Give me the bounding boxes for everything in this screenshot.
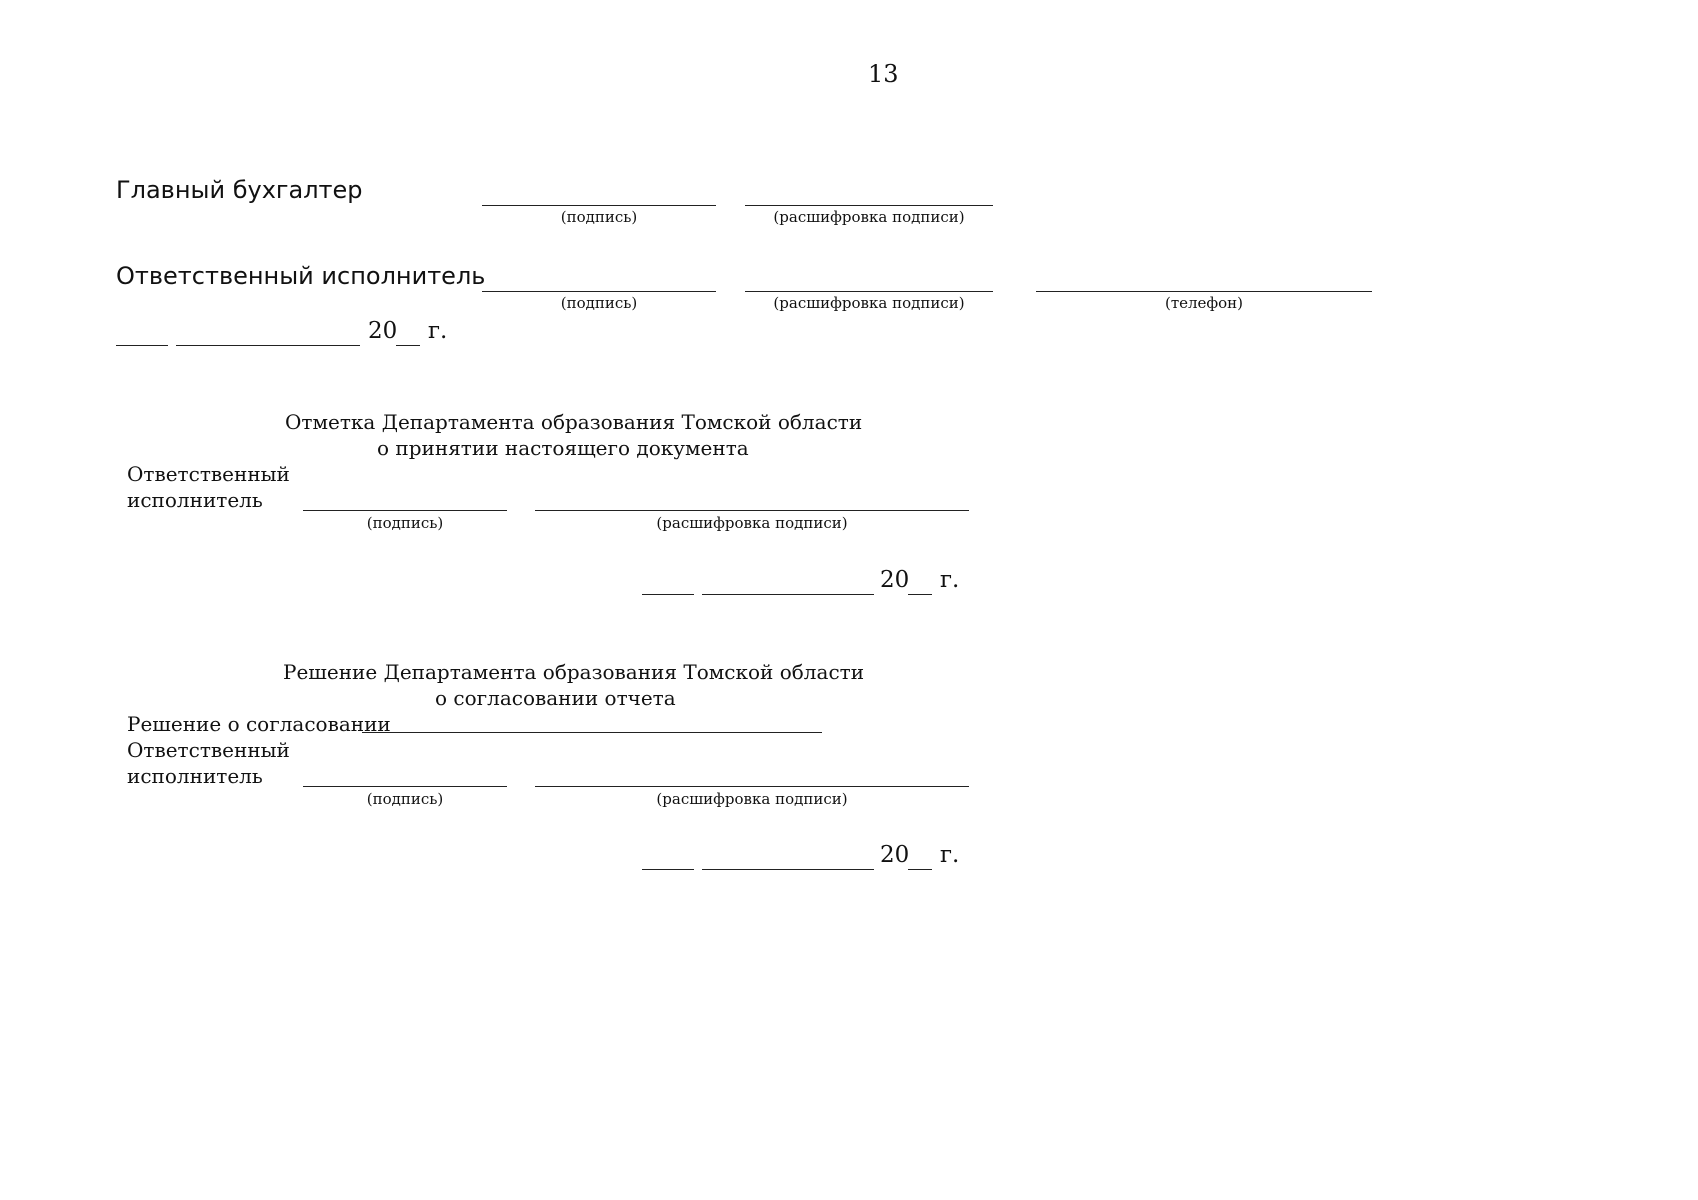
date-day-line	[642, 869, 694, 870]
date-month-line	[702, 594, 874, 595]
date-year-suffix: г.	[428, 318, 448, 344]
date-day-line	[642, 594, 694, 595]
executor-signature-caption: (подпись)	[560, 294, 638, 312]
date-month-line	[176, 345, 360, 346]
block2-responsible-line1: Ответственный	[127, 462, 290, 486]
chief-accountant-decoding-caption: (расшифровка подписи)	[773, 208, 965, 226]
date-year-suffix: г.	[940, 567, 960, 593]
chief-accountant-label: Главный бухгалтер	[116, 176, 363, 204]
chief-accountant-signature-caption: (подпись)	[560, 208, 638, 226]
block2-responsible-line2: исполнитель	[127, 488, 263, 512]
block2-heading-line2: о принятии настоящего документа	[377, 436, 749, 460]
date-year-prefix: 20	[880, 567, 910, 593]
executor-phone-caption: (телефон)	[1164, 294, 1244, 312]
page-number: 13	[868, 60, 899, 88]
chief-accountant-signature-line	[482, 205, 716, 206]
date-year-suffix: г.	[940, 842, 960, 868]
date-year-line	[908, 594, 932, 595]
executor-decoding-line	[745, 291, 993, 292]
chief-accountant-decoding-line	[745, 205, 993, 206]
block3-signature-line	[303, 786, 507, 787]
block2-decoding-line	[535, 510, 969, 511]
block3-responsible-line2: исполнитель	[127, 764, 263, 788]
block3-decision-line	[362, 732, 822, 733]
date-month-line	[702, 869, 874, 870]
block2-heading-line1: Отметка Департамента образования Томской…	[285, 410, 863, 434]
block3-decoding-caption: (расшифровка подписи)	[656, 790, 848, 808]
block3-decoding-line	[535, 786, 969, 787]
block2-decoding-caption: (расшифровка подписи)	[656, 514, 848, 532]
executor-signature-line	[482, 291, 716, 292]
responsible-executor-label: Ответственный исполнитель	[116, 262, 486, 290]
date-year-line	[396, 345, 420, 346]
block2-signature-line	[303, 510, 507, 511]
date-year-prefix: 20	[368, 318, 398, 344]
block2-signature-caption: (подпись)	[366, 514, 444, 532]
block3-heading-line1: Решение Департамента образования Томской…	[283, 660, 865, 684]
date-year-line	[908, 869, 932, 870]
executor-decoding-caption: (расшифровка подписи)	[773, 294, 965, 312]
block3-heading-line2: о согласовании отчета	[435, 686, 676, 710]
block3-decision-label: Решение о согласовании	[127, 712, 391, 736]
executor-phone-line	[1036, 291, 1372, 292]
date-day-line	[116, 345, 168, 346]
date-year-prefix: 20	[880, 842, 910, 868]
block3-responsible-line1: Ответственный	[127, 738, 290, 762]
block3-signature-caption: (подпись)	[366, 790, 444, 808]
